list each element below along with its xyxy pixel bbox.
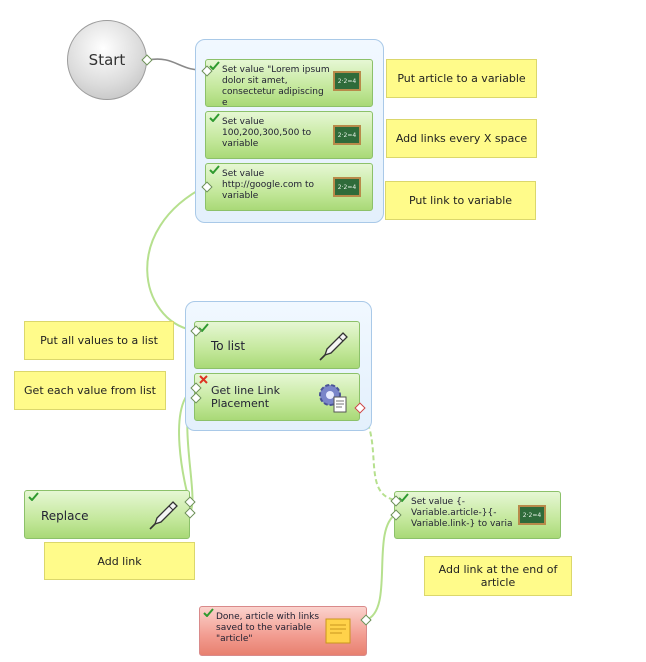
chalkboard-icon: 2·2=4 [333,177,361,197]
check-icon [209,165,220,174]
error-x-icon [199,375,208,384]
node-label: Set value "Lorem ipsum dolor sit amet, c… [222,65,330,107]
note-add-link-end[interactable]: Add link at the end of article [424,556,572,596]
connector-group1-to-tolist [146,185,207,331]
node-get-line[interactable]: Get line Link Placement [194,373,360,421]
node-label: Set value 100,200,300,500 to variable [222,117,312,149]
chalkboard-icon: 2·2=4 [518,505,546,525]
node-set-numbers[interactable]: Set value 100,200,300,500 to variable 2·… [205,111,373,159]
node-label: Get line Link Placement [211,384,280,410]
note-add-links[interactable]: Add links every X space [386,119,537,158]
note-add-link[interactable]: Add link [44,542,195,580]
note-put-all[interactable]: Put all values to a list [24,321,174,360]
node-label: To list [211,339,246,353]
node-label: Done, article with links saved to the va… [216,612,320,644]
start-label: Start [88,51,126,69]
node-set-article-link[interactable]: Set value {-Variable.article-}{-Variable… [394,491,561,539]
node-replace[interactable]: Replace [24,490,190,539]
pen-icon [319,332,348,361]
pen-icon [149,501,178,530]
check-icon [209,61,220,70]
svg-text:2·2=4: 2·2=4 [338,184,357,191]
note-put-article[interactable]: Put article to a variable [386,59,537,98]
node-set-link[interactable]: Set value http://google.com to variable … [205,163,373,211]
chalkboard-icon: 2·2=4 [333,125,361,145]
node-set-article[interactable]: Set value "Lorem ipsum dolor sit amet, c… [205,59,373,107]
note-put-link[interactable]: Put link to variable [385,181,536,220]
svg-text:2·2=4: 2·2=4 [338,78,357,85]
check-icon [203,608,214,617]
node-label: Set value http://google.com to variable [222,169,315,201]
sticky-note-icon [325,618,351,644]
gear-document-icon [319,384,347,413]
node-label: Replace [41,509,89,523]
connector-setvalue-to-done [365,513,397,621]
check-icon [209,113,220,122]
svg-text:2·2=4: 2·2=4 [523,512,542,519]
check-icon [28,492,39,501]
start-node[interactable]: Start [67,20,147,100]
note-get-each[interactable]: Get each value from list [14,371,166,410]
node-label: Set value {-Variable.article-}{-Variable… [411,497,513,529]
node-to-list[interactable]: To list [194,321,360,369]
chalkboard-icon: 2·2=4 [333,71,361,91]
node-done[interactable]: Done, article with links saved to the va… [199,606,367,656]
svg-text:2·2=4: 2·2=4 [338,132,357,139]
